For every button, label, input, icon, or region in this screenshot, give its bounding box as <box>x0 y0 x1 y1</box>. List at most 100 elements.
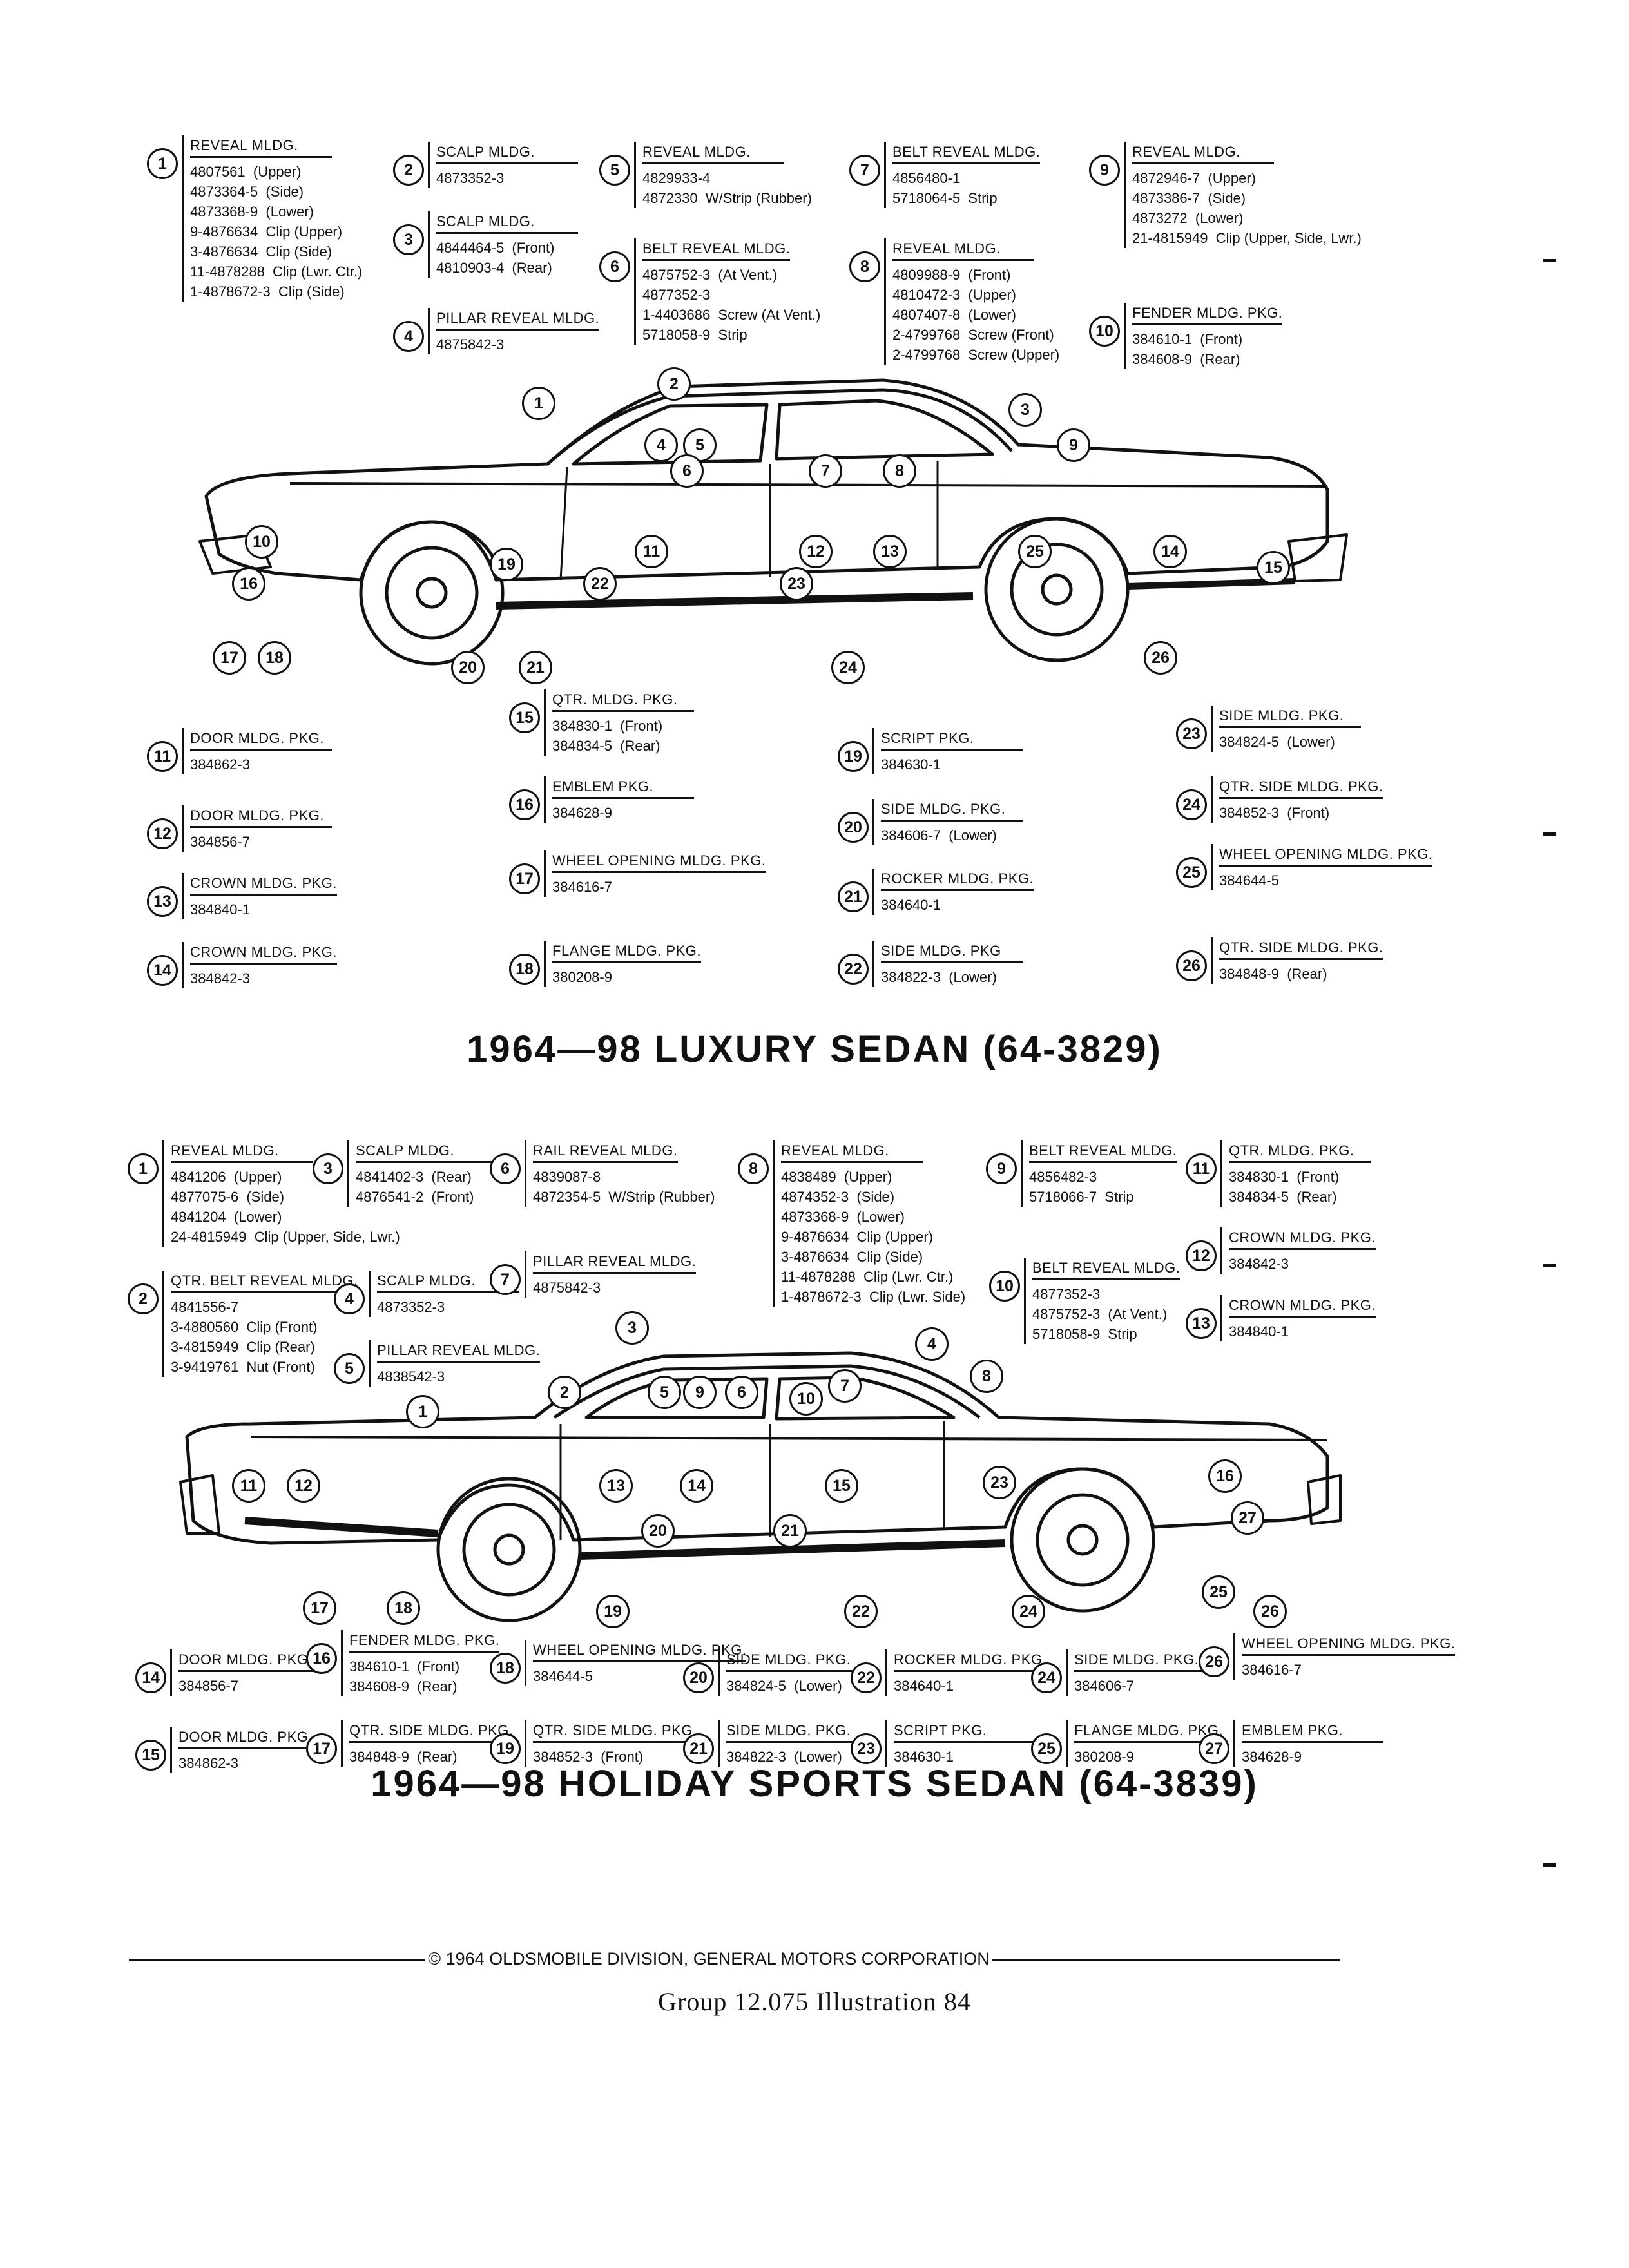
callout-number: 10 <box>1089 316 1120 347</box>
callout-number: 12 <box>1186 1240 1217 1271</box>
callout-number: 19 <box>490 1733 521 1764</box>
part-number-line: 4810903-4 (Rear) <box>436 260 552 276</box>
part-number-line: 3-9419761 Nut (Front) <box>171 1359 315 1375</box>
holiday-diagram-marker-21: 21 <box>773 1514 807 1548</box>
part-number-line: 384822-3 (Lower) <box>881 969 997 985</box>
part-group-title: SCALP MLDG. <box>436 142 578 164</box>
sedan-diagram-marker-6: 6 <box>670 454 704 488</box>
part-group-title: BELT REVEAL MLDG. <box>892 142 1041 164</box>
part-number-line: 2-4799768 Screw (Front) <box>892 327 1054 343</box>
callout-number: 14 <box>147 955 178 986</box>
callout-number: 27 <box>1199 1733 1229 1764</box>
part-number-line: 384608-9 (Rear) <box>1132 351 1240 367</box>
part-number-line: 24-4815949 Clip (Upper, Side, Lwr.) <box>171 1229 400 1245</box>
part-number-line: 384848-9 (Rear) <box>349 1749 458 1765</box>
callout-number: 19 <box>838 741 869 772</box>
sedan-diagram-marker-7: 7 <box>809 454 842 488</box>
part-number-line: 4876541-2 (Front) <box>356 1189 474 1205</box>
callout-number: 11 <box>147 741 178 772</box>
part-group-title: SCALP MLDG. <box>436 211 578 234</box>
callout-body: SCALP MLDG.4844464-5 (Front)4810903-4 (R… <box>428 211 578 278</box>
part-number-line: 4875752-3 (At Vent.) <box>1032 1306 1168 1322</box>
luxury-sedan-car-illustration <box>198 378 1348 666</box>
callout-body: QTR. MLDG. PKG.384830-1 (Front)384834-5 … <box>1220 1140 1371 1207</box>
holiday-diagram-marker-1: 1 <box>406 1395 439 1428</box>
callout-number: 6 <box>490 1153 521 1184</box>
part-group-title: WHEEL OPENING MLDG. PKG. <box>533 1640 747 1662</box>
part-number-line: 384628-9 <box>552 805 612 821</box>
callout-number: 2 <box>128 1283 159 1314</box>
part-number-line: 4807561 (Upper) <box>190 164 302 180</box>
part-group-title: QTR. SIDE MLDG. PKG. <box>1219 937 1383 960</box>
callout-number: 5 <box>599 155 630 186</box>
part-number-line: 1-4403686 Screw (At Vent.) <box>642 307 821 323</box>
part-group-title: CROWN MLDG. PKG. <box>1229 1227 1376 1250</box>
callout-body: QTR. SIDE MLDG. PKG.384852-3 (Front) <box>1211 776 1383 823</box>
part-group-title: REVEAL MLDG. <box>642 142 784 164</box>
sedan-diagram-marker-21: 21 <box>519 651 552 684</box>
callout-number: 8 <box>849 251 880 282</box>
part-number-line: 384628-9 <box>1242 1749 1302 1765</box>
callout-body: SCALP MLDG.4873352-3 <box>369 1271 519 1317</box>
part-number-line: 384830-1 (Front) <box>552 718 663 734</box>
callout-body: SCALP MLDG.4873352-3 <box>428 142 578 188</box>
part-number-line: 4841206 (Upper) <box>171 1169 282 1185</box>
callout-body: DOOR MLDG. PKG.384856-7 <box>182 805 332 852</box>
holiday-diagram-marker-15: 15 <box>825 1469 858 1503</box>
sedan-diagram-marker-13: 13 <box>873 535 907 568</box>
part-number-line: 384830-1 (Front) <box>1229 1169 1340 1185</box>
sedan-diagram-marker-19: 19 <box>490 548 523 581</box>
part-group-title: WHEEL OPENING MLDG. PKG. <box>1219 844 1433 867</box>
sedan-diagram-marker-1: 1 <box>522 387 555 420</box>
callout-number: 26 <box>1199 1646 1229 1677</box>
callout-body: EMBLEM PKG.384628-9 <box>1233 1720 1383 1767</box>
part-group-title: SCRIPT PKG. <box>881 728 1023 751</box>
part-group-title: ROCKER MLDG. PKG. <box>881 869 1034 891</box>
part-group-title: QTR. MLDG. PKG. <box>1229 1140 1371 1163</box>
callout-number: 25 <box>1031 1733 1062 1764</box>
part-number-line: 3-4876634 Clip (Side) <box>190 244 333 260</box>
sedan-diagram-marker-24: 24 <box>831 651 865 684</box>
callout-number: 22 <box>838 954 869 985</box>
callout-body: FENDER MLDG. PKG.384610-1 (Front)384608-… <box>1124 303 1283 369</box>
part-group-title: REVEAL MLDG. <box>190 135 332 158</box>
callout-number: 15 <box>135 1740 166 1771</box>
callout-number: 11 <box>1186 1153 1217 1184</box>
part-number-line: 4809988-9 (Front) <box>892 267 1011 283</box>
callout-body: QTR. SIDE MLDG. PKG.384852-3 (Front) <box>525 1720 697 1767</box>
part-group-title: ROCKER MLDG. PKG. <box>894 1649 1047 1672</box>
part-number-line: 4877075-6 (Side) <box>171 1189 285 1205</box>
sedan-diagram-marker-4: 4 <box>644 428 678 462</box>
part-group-title: FENDER MLDG. PKG. <box>349 1630 500 1653</box>
part-number-line: 384616-7 <box>552 879 612 895</box>
callout-body: QTR. SIDE MLDG. PKG.384848-9 (Rear) <box>341 1720 514 1767</box>
part-number-line: 3-4876634 Clip (Side) <box>781 1249 923 1265</box>
holiday-diagram-marker-14: 14 <box>680 1469 713 1503</box>
footer-copyright: © 1964 OLDSMOBILE DIVISION, GENERAL MOTO… <box>428 1949 990 1968</box>
callout-body: SIDE MLDG. PKG.384824-5 (Lower) <box>1211 706 1361 752</box>
part-number-line: 5718066-7 Strip <box>1029 1189 1134 1205</box>
callout-number: 9 <box>986 1153 1017 1184</box>
callout-number: 20 <box>838 812 869 843</box>
part-group-title: QTR. SIDE MLDG. PKG. <box>533 1720 697 1743</box>
part-number-line: 4873364-5 (Side) <box>190 184 304 200</box>
